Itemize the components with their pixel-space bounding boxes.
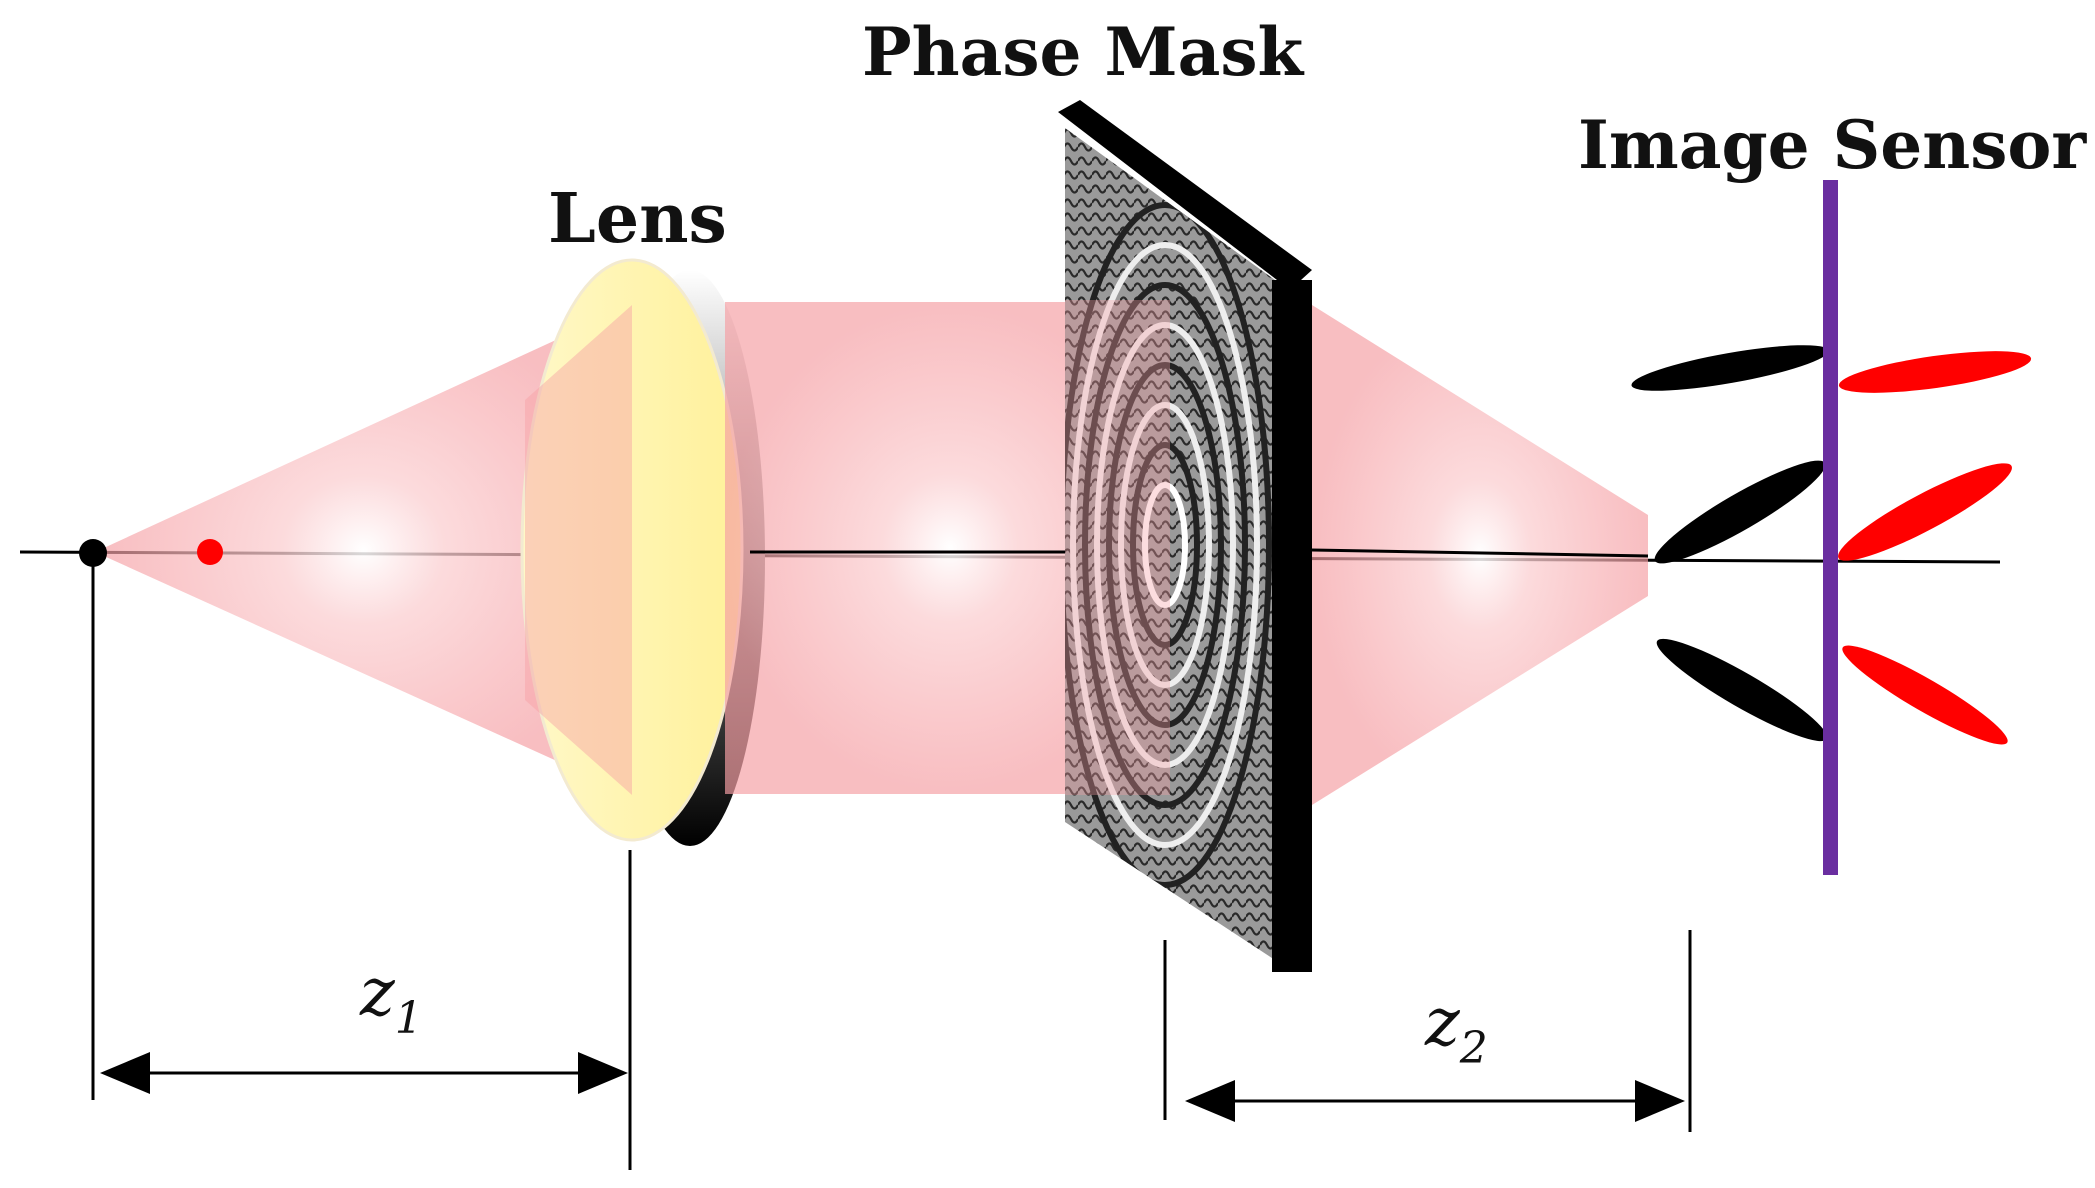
phase-mask-frame-top bbox=[1058, 100, 1312, 290]
z1-dimension bbox=[91, 553, 632, 1170]
input-beam-cone bbox=[95, 305, 632, 795]
psf-red-top bbox=[1838, 351, 2032, 393]
phase-mask-frame-side bbox=[1272, 280, 1312, 972]
z1-label: z1 bbox=[359, 954, 423, 1044]
psf-black-middle bbox=[1654, 460, 1826, 564]
input-beam-overlay bbox=[525, 305, 632, 795]
image-sensor-label: Image Sensor bbox=[1578, 106, 2087, 184]
psf-black-bottom bbox=[1656, 638, 1828, 742]
lens-label: Lens bbox=[548, 179, 727, 259]
psf-red-bottom bbox=[1842, 645, 2008, 745]
shifted-point-icon bbox=[197, 539, 223, 565]
psf-black-lobes bbox=[1631, 345, 1829, 742]
psf-red-lobes bbox=[1838, 351, 2032, 745]
output-beam-cone bbox=[1312, 305, 1648, 805]
image-sensor bbox=[1823, 180, 1838, 875]
psf-red-middle bbox=[1838, 463, 2012, 561]
phase-mask-plate bbox=[1065, 128, 1275, 960]
psf-black-top bbox=[1631, 345, 1829, 391]
axis-segment-2 bbox=[1311, 548, 1649, 558]
z2-dimension bbox=[1163, 930, 1692, 1132]
z2-label: z2 bbox=[1424, 984, 1488, 1074]
phase-mask-label: Phase Mask bbox=[862, 13, 1304, 91]
